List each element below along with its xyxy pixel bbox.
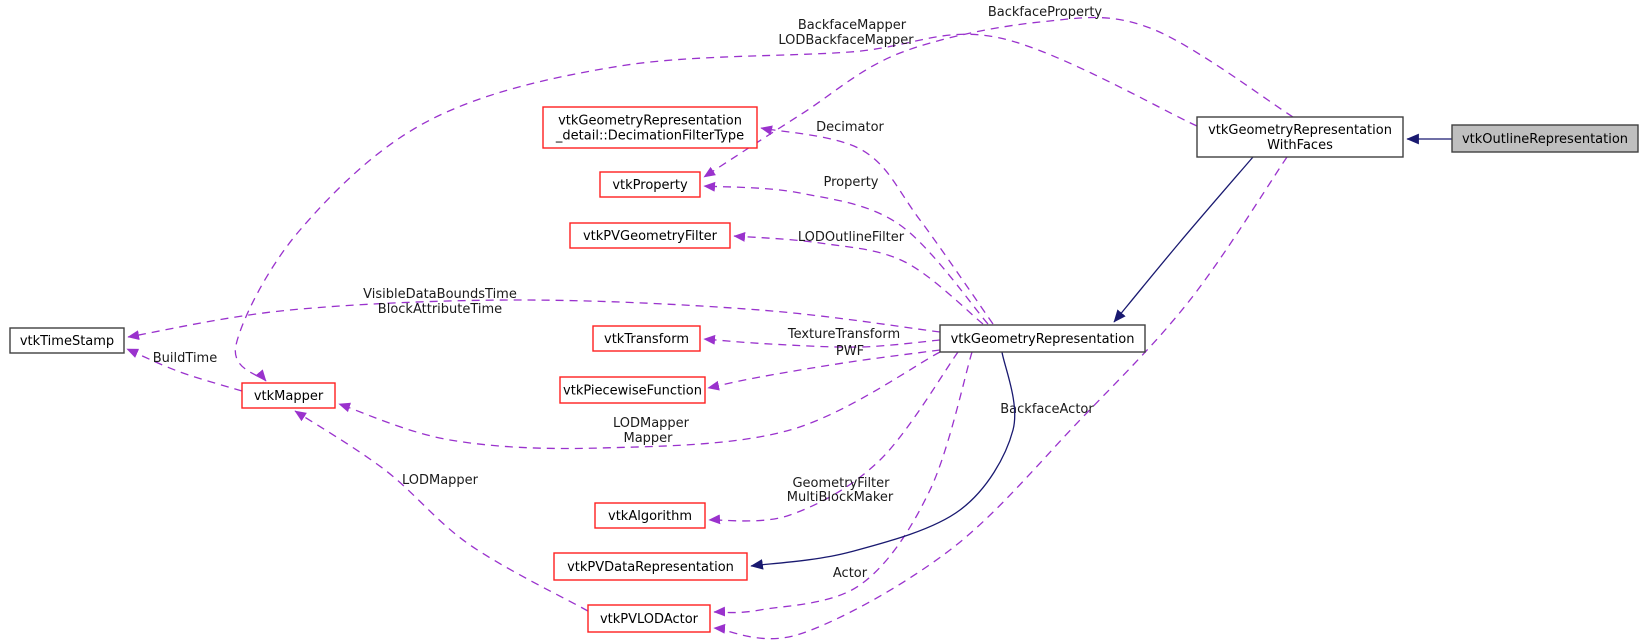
edge-geomrep-inherits-pvdatarep [750,351,1016,570]
edge-label-pwf: PWF [836,344,864,359]
node-vtkAlgorithm[interactable]: vtkAlgorithm [594,502,706,529]
edge-path [703,334,941,348]
node-label: vtkPVLODActor [600,612,699,627]
node-vtkPiecewiseFunction[interactable]: vtkPiecewiseFunction [559,376,706,404]
node-box[interactable] [587,604,711,633]
edge-actor: Actor [713,351,973,617]
edge-path [127,299,941,341]
node-box[interactable] [542,106,758,149]
edge-label-lod-mapper-mapper: LODMapper [613,416,690,431]
edge-label-geometry-filter: GeometryFilter [792,476,890,491]
node-label: WithFaces [1267,138,1333,153]
node-box[interactable] [559,376,706,404]
node-vtkTimeStamp[interactable]: vtkTimeStamp [9,327,125,354]
edge-backface-actor: BackfaceActor [713,156,1288,640]
node-box[interactable] [594,502,706,529]
edge-label-property: Property [823,175,878,190]
edge-path [750,351,1016,570]
node-box[interactable] [599,171,701,198]
edge-pwf: PWF [707,344,941,391]
node-label: vtkGeometryRepresentation [558,114,742,129]
edge-label-visible-data-bounds-time: VisibleDataBoundsTime [363,287,517,302]
edge-label-backface-mapper: BackfaceMapper [798,18,907,33]
edge-label-lod-mapper-mapper: Mapper [623,431,673,446]
node-vtkOutlineRepresentation: vtkOutlineRepresentation [1451,124,1639,153]
edge-path [713,351,973,617]
edge-label-backface-actor: BackfaceActor [1000,402,1094,417]
node-box[interactable] [939,324,1146,353]
edge-label-backface-mapper: LODBackfaceMapper [778,33,914,48]
node-label: vtkTimeStamp [20,334,114,349]
node-box [1451,124,1639,153]
edge-label-geometry-filter: MultiBlockMaker [787,490,894,505]
node-label: vtkTransform [604,332,689,347]
node-vtkTransform[interactable]: vtkTransform [592,325,701,352]
node-vtkPVGeometryFilter[interactable]: vtkPVGeometryFilter [569,222,731,249]
edge-path [234,33,1198,382]
node-vtkGeometryRepresentation[interactable]: vtkGeometryRepresentation [939,324,1146,353]
edge-path [294,410,589,612]
edge-lod-mapper: LODMapper [294,410,589,612]
node-box[interactable] [9,327,125,354]
edge-path [338,351,941,450]
edge-path [703,181,989,325]
node-box[interactable] [592,325,701,352]
node-label: vtkAlgorithm [608,509,692,524]
edge-property: Property [703,175,989,325]
edge-decimator: Decimator [760,120,994,325]
node-vtkMapper[interactable]: vtkMapper [241,382,336,409]
edge-label-actor: Actor [833,566,868,581]
node-box[interactable] [241,382,336,409]
node-label: vtkProperty [612,178,688,193]
edge-label-build-time: BuildTime [153,351,217,366]
edge-backface-property: BackfaceProperty [703,5,1294,178]
node-label: _detail::DecimationFilterType [555,129,744,144]
edge-label-visible-data-bounds-time: BlockAttributeTime [378,302,502,317]
edge-label-lod-mapper: LODMapper [402,473,479,488]
edge-lod-outline-filter: LODOutlineFilter [733,230,984,325]
edge-withfaces-inherits-geomrep [1113,156,1254,323]
node-label: vtkGeometryRepresentation [951,332,1135,347]
edge-path [707,349,941,391]
node-label: vtkMapper [254,389,324,404]
edge-label-decimator: Decimator [816,120,884,135]
node-label: vtkGeometryRepresentation [1208,123,1392,138]
edge-path [1113,156,1254,323]
edge-path [708,351,959,525]
node-label: vtkOutlineRepresentation [1462,132,1628,147]
node-label: vtkPVDataRepresentation [567,560,734,575]
node-vtkProperty[interactable]: vtkProperty [599,171,701,198]
node-box[interactable] [569,222,731,249]
edge-texture-transform: TextureTransform [703,327,941,348]
edge-path [703,16,1294,178]
edge-path [760,125,994,325]
edge-label-texture-transform: TextureTransform [787,327,900,342]
node-box[interactable] [1196,116,1404,158]
node-label: vtkPVGeometryFilter [583,229,718,244]
edge-label-lod-outline-filter: LODOutlineFilter [798,230,905,245]
edge-label-backface-property: BackfaceProperty [988,5,1103,20]
node-DecimationFilterType[interactable]: vtkGeometryRepresentation_detail::Decima… [542,106,758,149]
node-vtkPVLODActor[interactable]: vtkPVLODActor [587,604,711,633]
edge-build-time: BuildTime [126,348,243,392]
node-box[interactable] [553,552,748,581]
edge-path [713,156,1288,640]
node-label: vtkPiecewiseFunction [563,384,702,399]
node-vtkPVDataRepresentation[interactable]: vtkPVDataRepresentation [553,552,748,581]
